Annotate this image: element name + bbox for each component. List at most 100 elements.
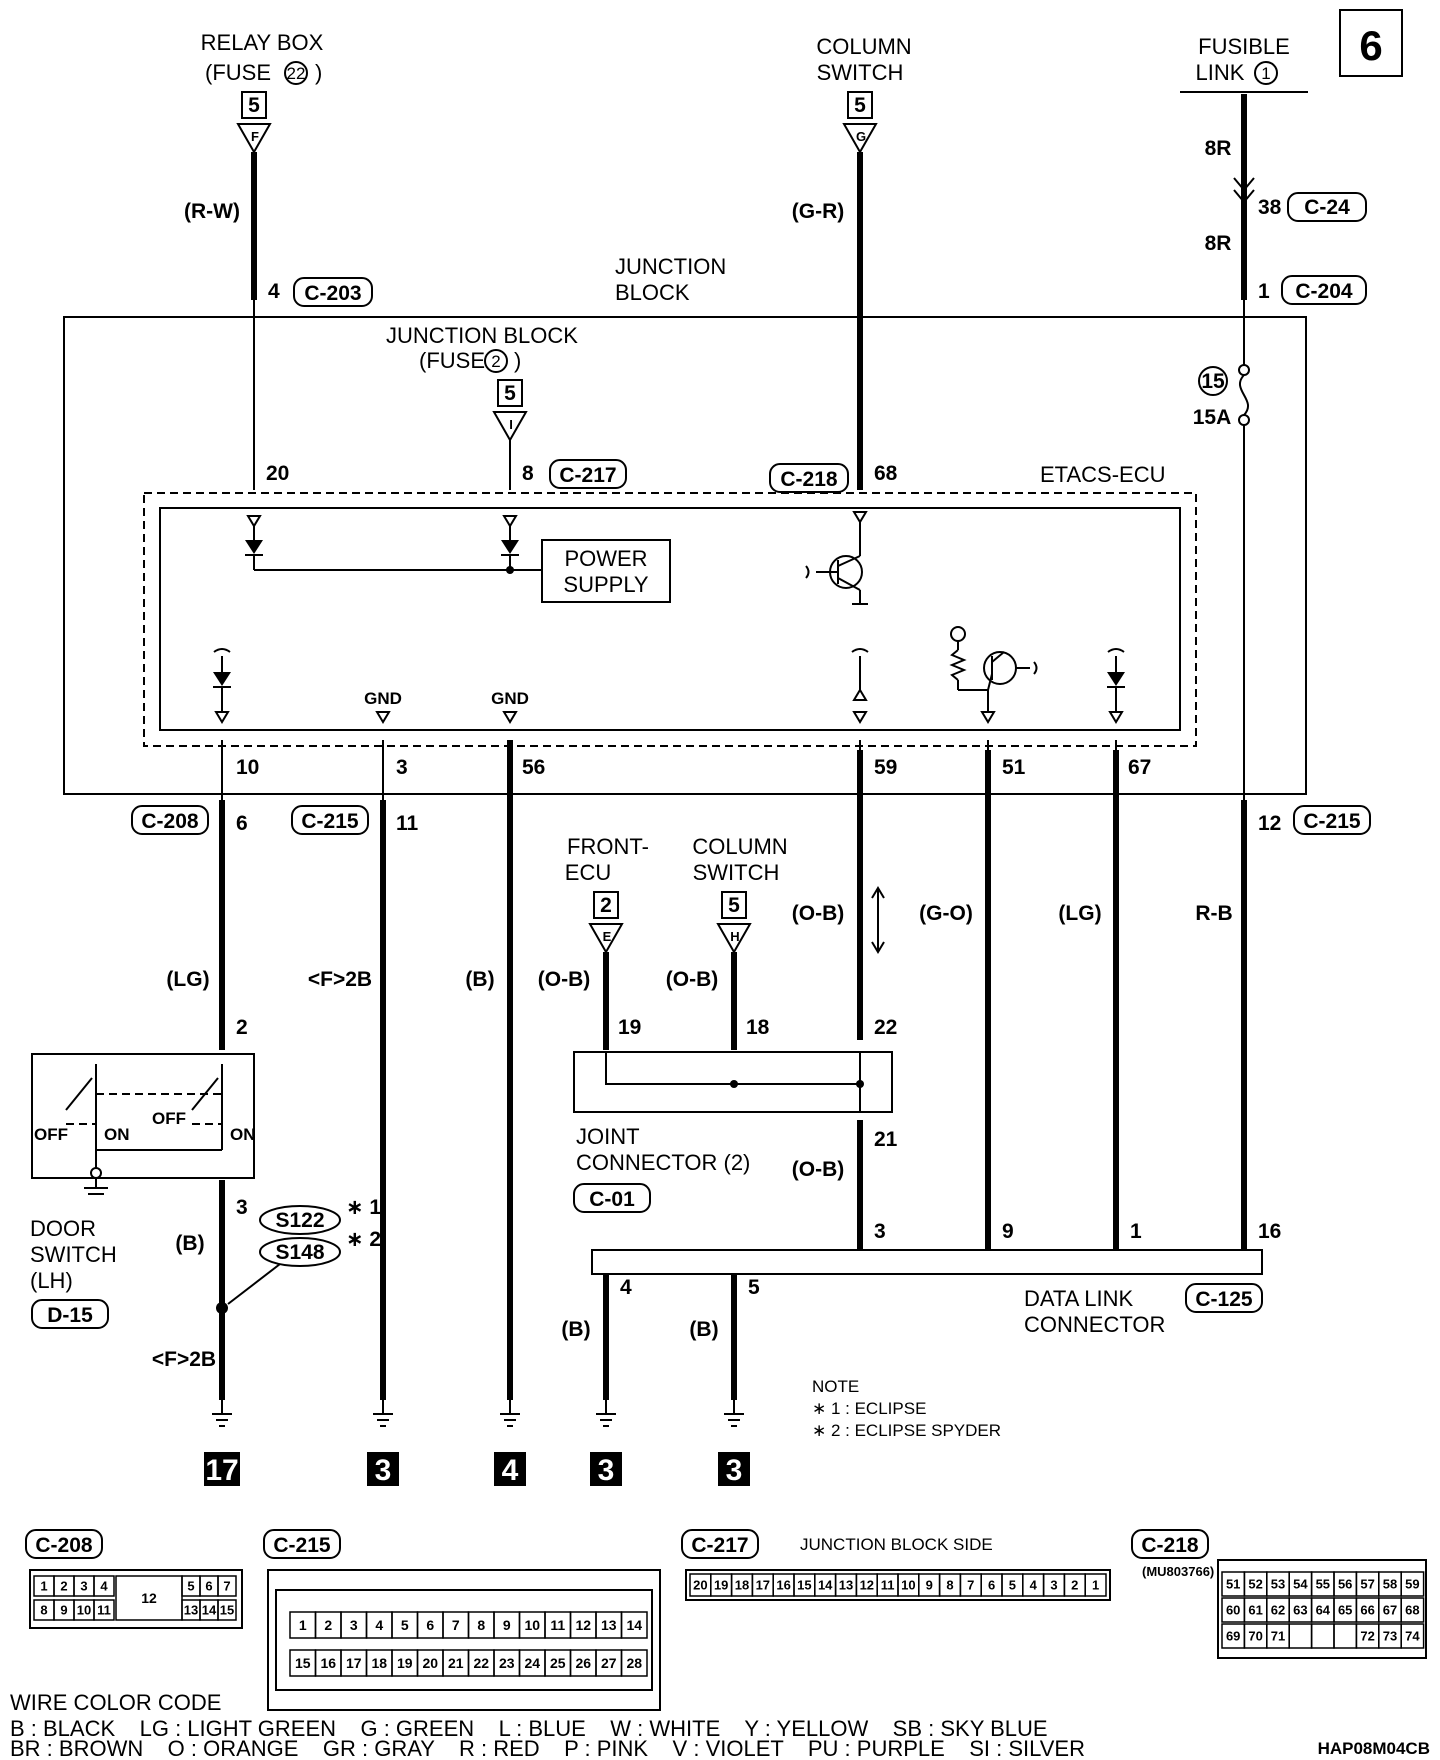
page-number-box (1339, 9, 1403, 77)
connector-c215-right: C-215 (1303, 810, 1361, 833)
pin-51: 51 (1002, 756, 1026, 779)
fusible-link-circle (1254, 61, 1278, 85)
column-switch-b-label: COLUMN (692, 834, 787, 859)
view-c218-box (1131, 1529, 1209, 1559)
svg-text:5: 5 (728, 894, 740, 917)
c208-pin-13-label: 13 (184, 1603, 198, 1618)
c215-pin-4-label: 4 (375, 1617, 383, 1633)
ground-tag-3c-box (718, 1452, 750, 1486)
joint-connector-label-2: CONNECTOR (2) (576, 1150, 750, 1175)
connector-c204-box (1281, 275, 1367, 305)
pin-3: 3 (396, 756, 408, 779)
relay-fuse-close: ) (315, 60, 322, 85)
c208-pin-14-label: 14 (202, 1603, 217, 1618)
connector-ref-f: 5 F (236, 91, 272, 155)
wire-label-dl-5: (B) (689, 1318, 718, 1341)
transistor-68 (805, 511, 868, 605)
c215-pin-10-label: 10 (524, 1617, 540, 1633)
wire-label-b: (B) (465, 968, 494, 991)
ground-tag-3b: 3 (598, 1454, 615, 1487)
pin-59: 59 (874, 756, 897, 779)
splice-s148: S148 (275, 1241, 324, 1264)
c218-pin-74-cell (1400, 1623, 1425, 1649)
c218-pin-55-label: 55 (1316, 1577, 1330, 1592)
connector-c24: C-24 (1304, 196, 1350, 219)
connector-c204: C-204 (1295, 280, 1353, 303)
wire-label-ob-59: (O-B) (792, 902, 844, 925)
c215-pin-9-label: 9 (503, 1617, 511, 1633)
c215-pin-15-label: 15 (295, 1655, 311, 1671)
gnd-pin-56-mark (502, 711, 518, 724)
data-link-label-2: CONNECTOR (1024, 1312, 1165, 1337)
c217-pin-10-label: 10 (901, 1578, 915, 1593)
view-c215-box (263, 1529, 341, 1559)
gnd-label-3: GND (364, 689, 402, 708)
view-c217-side: JUNCTION BLOCK SIDE (800, 1535, 993, 1554)
view-c218-title: C-218 (1141, 1534, 1199, 1557)
connector-d15-box (31, 1299, 109, 1329)
etacs-output-10 (213, 648, 231, 724)
connector-c215-left: C-215 (301, 810, 359, 833)
fuse-terminal-bottom (1238, 414, 1250, 426)
svg-text:E: E (603, 929, 612, 944)
c215-pin-28-cell (620, 1649, 648, 1677)
etacs-ecu-inner (159, 507, 1181, 731)
relay-fuse-num: 22 (287, 64, 306, 83)
connector-d15: D-15 (47, 1304, 93, 1327)
note-1: ∗ 1 : ECLIPSE (812, 1399, 926, 1418)
c218-pin-69-label: 69 (1226, 1629, 1240, 1644)
diagram-code: HAP08M04CB (1318, 1739, 1430, 1758)
fuse-rating: 15A (1193, 406, 1232, 429)
wire-label-f2b: <F>2B (308, 968, 372, 991)
note-title: NOTE (812, 1377, 859, 1396)
c218-pin-53-label: 53 (1271, 1577, 1285, 1592)
c218-pin-74-label: 74 (1405, 1629, 1420, 1644)
bidirectional-arrow-icon (871, 886, 885, 954)
c215-inner (275, 1589, 653, 1691)
c218-pin-58-label: 58 (1383, 1577, 1397, 1592)
c217-pin-8-label: 8 (946, 1578, 953, 1593)
connector-ref-e: 2 E (588, 891, 624, 955)
pin-18: 18 (746, 1016, 770, 1039)
svg-text:5: 5 (248, 94, 260, 117)
pin-3-door: 3 (236, 1196, 248, 1219)
c208-pin-15-cell (217, 1599, 237, 1621)
connector-c203: C-203 (304, 282, 361, 305)
connector-ref-i: 5 I (492, 379, 528, 443)
wire-label-ob-21: (O-B) (792, 1158, 844, 1181)
c208-pin-6-label: 6 (205, 1579, 212, 1594)
pin-21: 21 (874, 1128, 898, 1151)
c218-pin-70-label: 70 (1248, 1629, 1262, 1644)
c215-pin-17-label: 17 (346, 1655, 362, 1671)
c215-pin-11-label: 11 (550, 1617, 565, 1633)
gnd-label-56: GND (491, 689, 529, 708)
view-c208-title: C-208 (35, 1534, 93, 1557)
c218-frame (1217, 1559, 1427, 1659)
c208-pin-12-label: 12 (141, 1590, 157, 1606)
fusible-link-label: FUSIBLE (1198, 34, 1290, 59)
connector-ref-h: 5 H (716, 891, 752, 955)
door-switch-contacts (65, 1064, 223, 1195)
column-switch-b-label-2: SWITCH (693, 860, 780, 885)
c208-pin-11-cell (93, 1599, 115, 1621)
column-switch-label-2: SWITCH (817, 60, 904, 85)
c218-pin-66-label: 66 (1360, 1603, 1374, 1618)
c208-pin-7-cell (217, 1575, 237, 1597)
joint-node-18 (730, 1080, 738, 1088)
c217-pin-6-label: 6 (988, 1578, 995, 1593)
etacs-label: ETACS-ECU (1040, 462, 1166, 487)
relay-fuse-label: (FUSE (205, 60, 271, 85)
connector-ref-g: 5 G (842, 91, 878, 155)
c218-pin-59-label: 59 (1405, 1577, 1419, 1592)
wire-label-rb: R-B (1195, 902, 1232, 925)
junction-block-label-2: BLOCK (615, 280, 690, 305)
c208-pin-12-cell (115, 1575, 183, 1621)
c208-pin-3-label: 3 (80, 1579, 87, 1594)
c215-pin-6-label: 6 (426, 1617, 434, 1633)
pin-20: 20 (266, 462, 289, 485)
svg-text:G: G (856, 129, 866, 144)
view-c215-title: C-215 (273, 1534, 331, 1557)
joint-connector-label: JOINT (576, 1124, 640, 1149)
etacs-transistor-51 (949, 626, 1038, 724)
